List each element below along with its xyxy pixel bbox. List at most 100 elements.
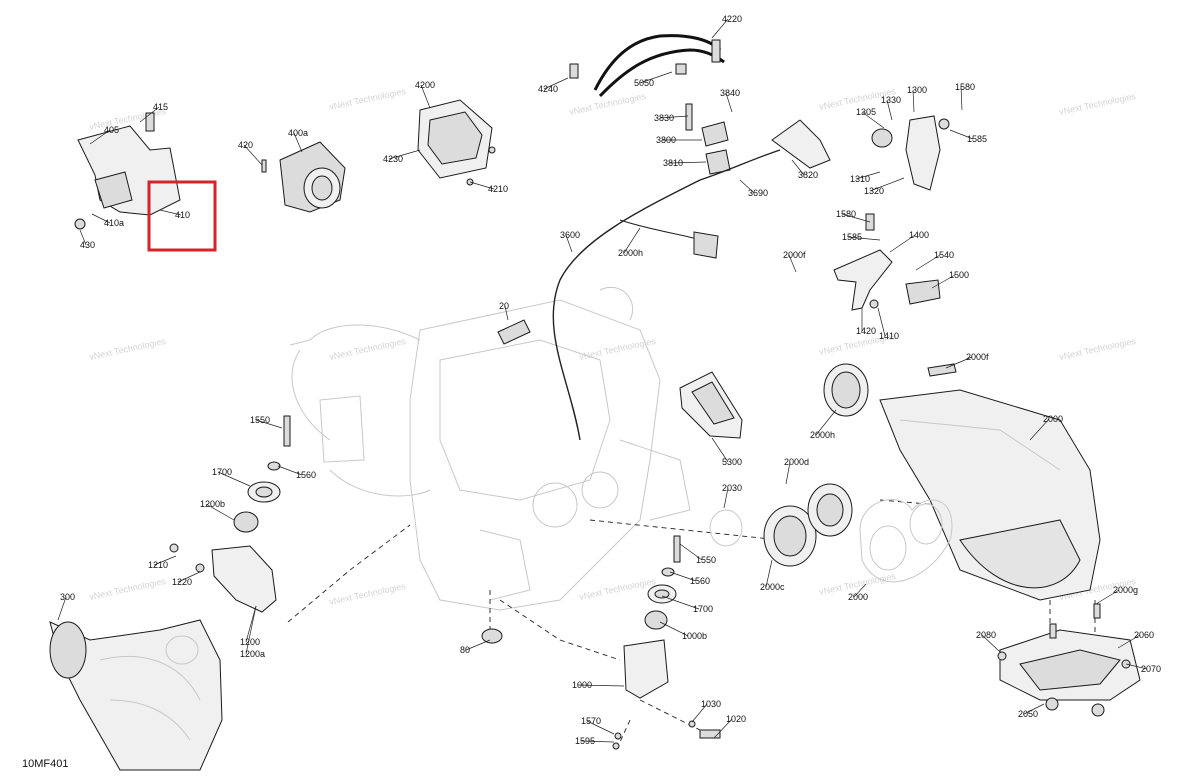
callout-label: 1320 bbox=[864, 186, 884, 196]
callout-leader bbox=[1095, 589, 1120, 605]
callout-leader bbox=[245, 605, 257, 655]
bracket-1300 bbox=[871, 115, 950, 191]
callout-leader bbox=[669, 571, 697, 582]
callout-label: 4230 bbox=[383, 154, 403, 164]
module-4200 bbox=[417, 99, 496, 186]
callout-leader bbox=[504, 305, 509, 321]
engine-mount-1200 bbox=[169, 415, 291, 613]
callout-label: 410 bbox=[175, 210, 190, 220]
callout-leader bbox=[1125, 663, 1148, 670]
watermark-text: vNext Technologies bbox=[578, 576, 657, 602]
callout-leader bbox=[577, 684, 625, 687]
callout-leader bbox=[711, 18, 729, 39]
callout-leader bbox=[420, 84, 431, 109]
callout-label: 5300 bbox=[722, 457, 742, 467]
callout-label: 1310 bbox=[850, 174, 870, 184]
cover-300 bbox=[49, 619, 223, 771]
callout-label: 1550 bbox=[696, 555, 716, 565]
callout-label: 2000f bbox=[966, 352, 989, 362]
callout-leader bbox=[855, 171, 881, 180]
callout-leader bbox=[889, 234, 916, 253]
callout-leader bbox=[623, 227, 641, 254]
callout-label: 1300 bbox=[907, 85, 927, 95]
callout-label: 2070 bbox=[1141, 664, 1161, 674]
callout-leader bbox=[853, 583, 867, 598]
callout-label: 400a bbox=[288, 128, 308, 138]
callout-label: 2000 bbox=[1043, 414, 1063, 424]
callout-leader bbox=[565, 234, 573, 253]
callout-leader bbox=[255, 419, 283, 429]
callout-leader bbox=[788, 254, 797, 273]
display-5300 bbox=[679, 371, 743, 439]
callout-leader bbox=[668, 161, 707, 164]
callout-label: 2000d bbox=[784, 457, 809, 467]
callout-leader bbox=[725, 92, 733, 113]
wire-harness-4220 bbox=[569, 34, 725, 98]
callout-leader bbox=[159, 209, 182, 216]
callout-leader bbox=[912, 89, 915, 113]
callout-label: 3690 bbox=[748, 188, 768, 198]
callout-label: 2000h bbox=[618, 248, 643, 258]
callout-label: 1305 bbox=[856, 107, 876, 117]
callout-leader bbox=[739, 179, 755, 194]
callout-leader bbox=[465, 639, 491, 651]
callout-leader bbox=[91, 213, 111, 224]
callout-leader bbox=[639, 71, 673, 84]
callout-leader bbox=[915, 254, 941, 271]
callout-leader bbox=[869, 177, 905, 192]
callout-leader bbox=[691, 703, 708, 723]
callout-label: 1595 bbox=[575, 736, 595, 746]
callout-label: 410a bbox=[104, 218, 124, 228]
callout-label: 2000f bbox=[783, 250, 806, 260]
callout-leader bbox=[293, 132, 303, 153]
callout-label: 3840 bbox=[720, 88, 740, 98]
tray-2050 bbox=[997, 603, 1141, 717]
engine-ghost bbox=[289, 286, 691, 611]
watermark-text: vNext Technologies bbox=[328, 336, 407, 362]
callout-label: 1540 bbox=[934, 250, 954, 260]
watermark-text: vNext Technologies bbox=[328, 581, 407, 607]
callout-label: 300 bbox=[60, 592, 75, 602]
callout-label: 1220 bbox=[172, 577, 192, 587]
callout-leader bbox=[243, 144, 263, 166]
callout-leader bbox=[841, 213, 871, 223]
callout-leader bbox=[1023, 703, 1045, 715]
callout-label: 405 bbox=[104, 125, 119, 135]
callout-label: 2000h bbox=[810, 430, 835, 440]
highlight-box bbox=[147, 180, 217, 252]
callout-leader bbox=[785, 461, 791, 485]
watermark-text: vNext Technologies bbox=[568, 91, 647, 117]
callout-label: 3800 bbox=[656, 135, 676, 145]
callout-leader bbox=[659, 115, 689, 119]
callout-label: 2080 bbox=[976, 630, 996, 640]
callout-label: 1550 bbox=[250, 415, 270, 425]
spacer-20 bbox=[497, 319, 531, 345]
callout-leader bbox=[245, 605, 257, 643]
callout-label: 1570 bbox=[581, 716, 601, 726]
callout-label: 4240 bbox=[538, 84, 558, 94]
callout-leader bbox=[713, 718, 733, 739]
callout-label: 4210 bbox=[488, 184, 508, 194]
callout-leader bbox=[79, 229, 87, 246]
callout-label: 1700 bbox=[212, 467, 232, 477]
callout-label: 415 bbox=[153, 102, 168, 112]
engine-mount-1000 bbox=[481, 535, 721, 750]
callout-leader bbox=[765, 559, 773, 588]
callout-leader bbox=[945, 356, 973, 369]
callout-leader bbox=[931, 274, 956, 289]
callout-leader bbox=[153, 555, 177, 566]
callout-leader bbox=[847, 236, 881, 241]
watermark-text: vNext Technologies bbox=[88, 336, 167, 362]
callout-label: 5050 bbox=[634, 78, 654, 88]
sensor-3800-and-cable-3600 bbox=[552, 103, 831, 441]
bracket-1400-mount-1500 bbox=[833, 213, 941, 311]
throttle-body-400a bbox=[261, 141, 346, 213]
callout-leader bbox=[960, 86, 963, 111]
watermark-text: vNext Technologies bbox=[578, 336, 657, 362]
callout-label: 1330 bbox=[881, 95, 901, 105]
callout-leader bbox=[469, 181, 495, 190]
callout-label: 1200b bbox=[200, 499, 225, 509]
callout-leader bbox=[861, 111, 885, 129]
callout-label: 1000 bbox=[572, 680, 592, 690]
callout-leader bbox=[57, 596, 67, 621]
